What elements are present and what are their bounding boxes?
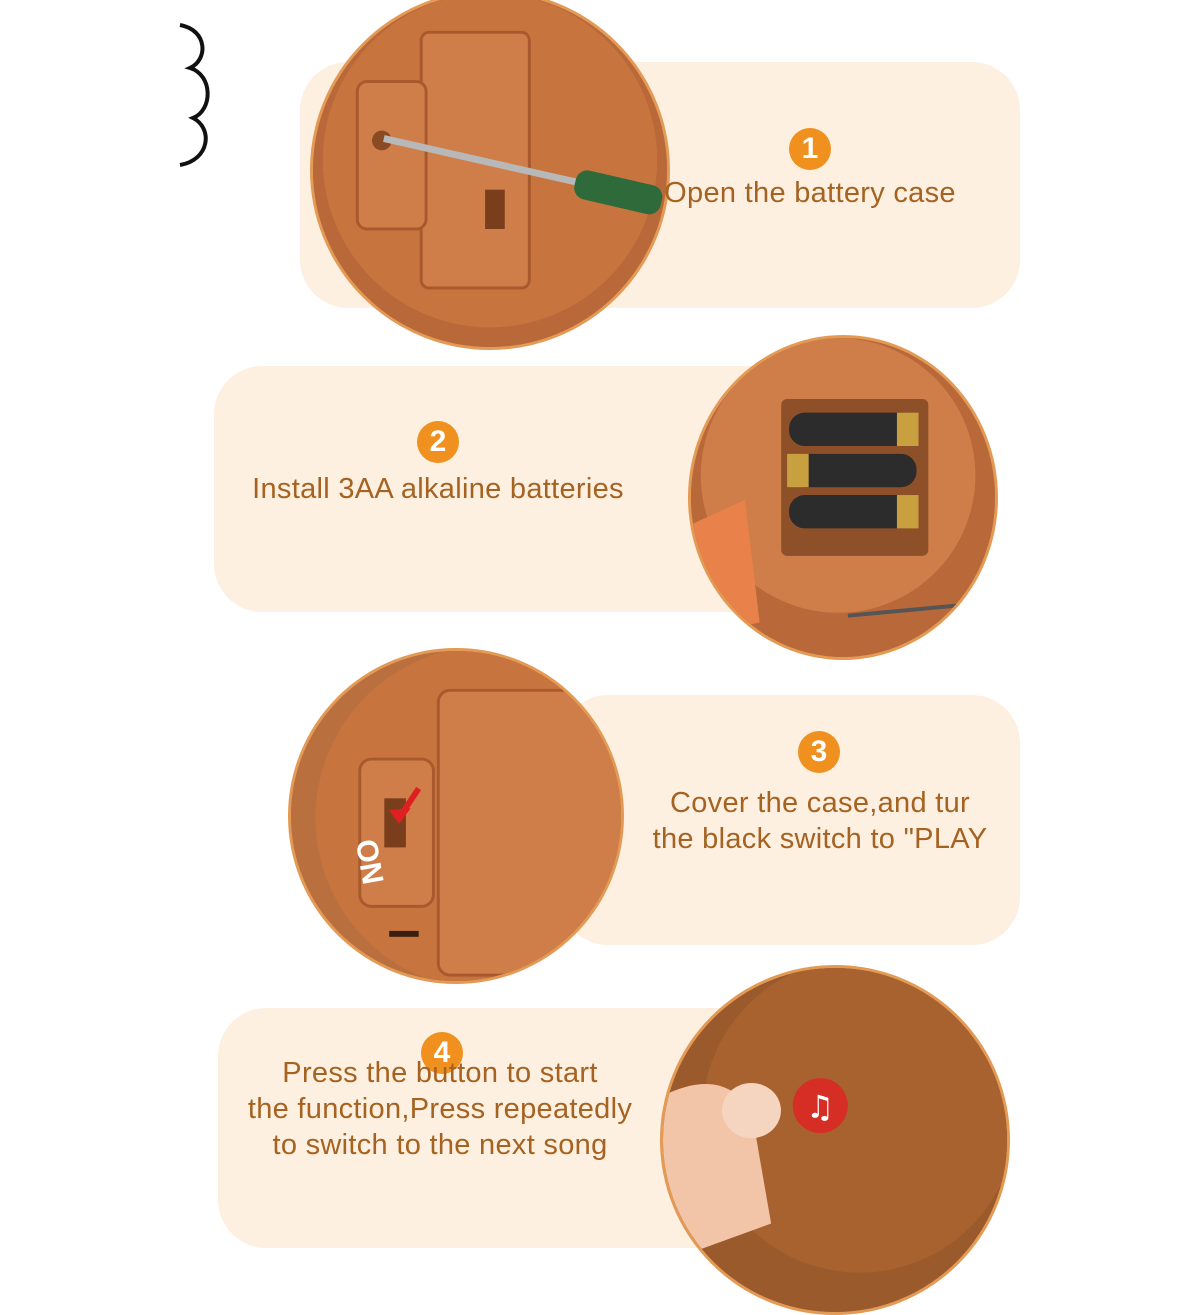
svg-text:♫: ♫ [806, 1089, 834, 1125]
step-2-number-badge: 2 [417, 421, 459, 463]
step-2-caption: Install 3AA alkaline batteries [252, 473, 624, 505]
step-1-photo [310, 0, 670, 350]
switch-on-illustration [291, 651, 621, 981]
press-button-illustration: ♫ [663, 968, 1007, 1312]
step-4-caption: Press the button to start the function,P… [247, 1057, 633, 1161]
step-1-number-badge: 1 [789, 128, 831, 170]
step-3-number-badge: 3 [798, 731, 840, 773]
battery-case-screwdriver-illustration [313, 0, 667, 347]
step-3-panel [560, 695, 1020, 945]
step-3-caption: Cover the case,and tur the black switch … [652, 787, 988, 855]
battery-installation-illustration [691, 338, 995, 657]
corner-scribble-decoration [179, 23, 210, 167]
step-2-photo [688, 335, 998, 660]
step-3-photo [288, 648, 624, 984]
step-4-number-badge: 4 [421, 1032, 463, 1074]
step-1-caption: Open the battery case [664, 177, 956, 209]
step-4-photo: ♫ [660, 965, 1010, 1315]
